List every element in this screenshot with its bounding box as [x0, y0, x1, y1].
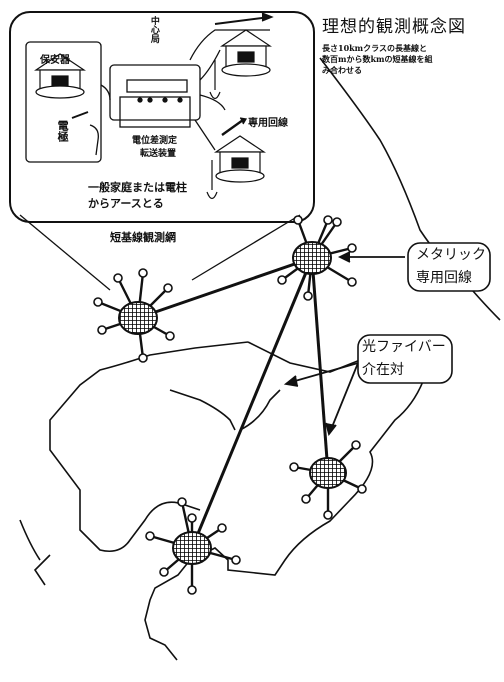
fiber-callout-line-1: 光ファイバー — [362, 339, 446, 355]
device-label-1: 電位差測定 — [132, 136, 178, 146]
metallic-callout-box — [407, 242, 491, 292]
node-body — [172, 531, 212, 565]
transfer-device — [119, 96, 191, 128]
subtitle-line-2: 数百mから数kmの短基線を組 — [322, 54, 433, 64]
observation-node — [93, 268, 175, 363]
electrode-terminal — [351, 440, 361, 450]
electrode-terminal — [217, 523, 227, 533]
center-station-box — [109, 64, 201, 121]
subtitle-line-3: み合わせる — [322, 65, 362, 75]
dedicated-line-label: 専用回線 — [248, 118, 288, 129]
electrode-terminal — [347, 277, 357, 287]
device-label-2: 転送装置 — [140, 149, 177, 159]
electrode-terminal — [293, 215, 303, 225]
electrode-terminal — [323, 510, 333, 520]
inset-zoom-line-left — [19, 214, 111, 291]
electrode-terminal — [332, 217, 342, 227]
inset-network — [25, 12, 274, 163]
house-icon — [34, 53, 86, 99]
electrode-terminal — [303, 291, 313, 301]
network-nodes — [93, 215, 367, 595]
ground-note-2: からアースとる — [88, 197, 164, 210]
node-body — [292, 241, 332, 275]
observation-node — [277, 215, 357, 301]
electrode-terminal — [113, 273, 123, 283]
electrode-terminal — [187, 513, 197, 523]
electrode-terminal — [138, 268, 148, 278]
device-panel — [126, 79, 188, 93]
observation-node — [145, 497, 241, 595]
electrode-label: 電極 — [56, 120, 70, 142]
subtitle-line-1: 長さ10kmクラスの長基線と — [322, 43, 427, 53]
center-station-label: 中心局 — [148, 16, 159, 43]
metallic-callout-line-2: 専用回線 — [416, 270, 472, 286]
electrode-terminal — [187, 585, 197, 595]
electrode-terminal — [93, 297, 103, 307]
fiber-callout-line-2: 介在対 — [362, 362, 404, 378]
protector-label: 保安器 — [40, 55, 70, 66]
left-house-frame — [25, 41, 102, 163]
electrode-terminal — [301, 494, 311, 504]
metallic-callout-line-1: メタリック — [416, 247, 486, 263]
diagram-title: 理想的観測概念図 — [322, 17, 466, 37]
electrode-terminal — [357, 484, 367, 494]
node-body — [118, 301, 158, 335]
observation-node — [289, 440, 367, 520]
electrode-terminal — [163, 283, 173, 293]
inset-zoom-line-right — [191, 214, 301, 281]
electrode-wire — [89, 124, 99, 156]
inset-caption: 短基線観測網 — [110, 231, 176, 244]
electrode-terminal — [323, 215, 333, 225]
network-links — [137, 256, 330, 549]
electrode-terminal — [145, 531, 155, 541]
electrode-terminal — [277, 275, 287, 285]
electrode-terminal — [347, 243, 357, 253]
house-icon — [206, 135, 266, 200]
electrode-terminal — [177, 497, 187, 507]
electrode-terminal — [159, 567, 169, 577]
electrode-terminal — [138, 353, 148, 363]
ground-note-1: 一般家庭または電柱 — [88, 181, 187, 194]
electrode-terminal — [165, 331, 175, 341]
electrode-terminal — [231, 555, 241, 565]
electrode-terminal — [289, 462, 299, 472]
fiber-callout-box — [357, 334, 453, 384]
house-icon — [209, 29, 272, 100]
electrode-arrow — [71, 111, 89, 119]
electrode-terminal — [97, 325, 107, 335]
callout-arrows — [283, 251, 405, 436]
node-body — [309, 457, 347, 489]
